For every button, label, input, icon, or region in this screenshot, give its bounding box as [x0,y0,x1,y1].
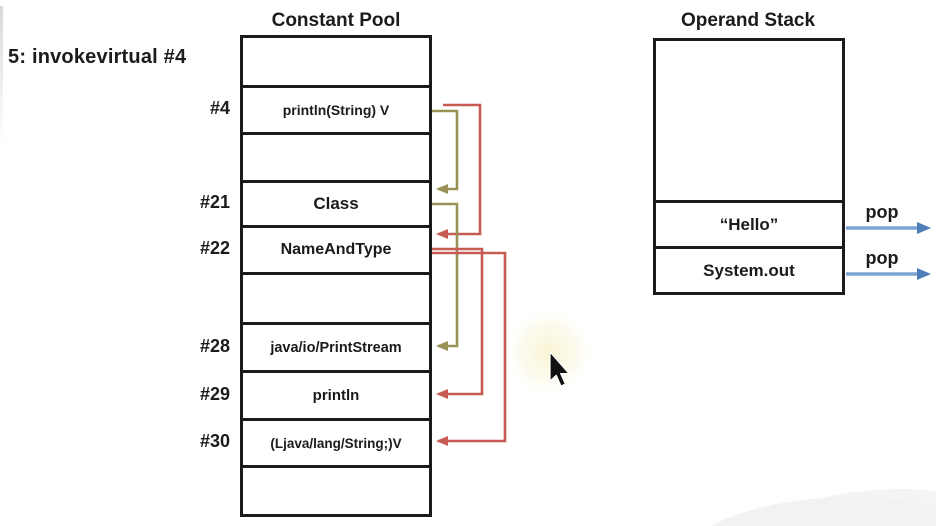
arrow-22-to-30 [432,251,507,446]
arrow-22-to-29 [432,247,484,399]
constant-pool-index-label: #28 [199,336,230,356]
constant-pool-row [243,38,429,88]
constant-pool-row: println [243,373,429,421]
constant-pool-row: (Ljava/lang/String;)V [243,421,429,468]
bytecode-instruction: 5: invokevirtual #4 [8,46,187,68]
cursor-highlight-halo [507,310,591,394]
constant-pool-row [243,468,429,514]
constant-pool-title: Constant Pool [271,10,401,31]
arrow-21-to-28 [432,202,459,351]
constant-pool-index-label: #4 [209,98,230,118]
operand-stack-row: “Hello” [656,203,842,249]
constant-pool-row [243,275,429,325]
pop-label: pop [865,248,899,268]
arrow-4-to-22 [436,103,482,239]
arrow-4-to-21 [432,109,459,194]
mouse-cursor [549,351,570,387]
constant-pool-index-label: #21 [199,192,230,212]
operand-stack-row [656,41,842,203]
video-frame-edge [0,6,3,146]
constant-pool-row: NameAndType [243,228,429,275]
background-blob [678,497,936,526]
constant-pool-row: println(String) V [243,88,429,135]
operand-stack-table: “Hello” System.out [653,38,845,295]
constant-pool-row [243,135,429,183]
constant-pool-row: java/io/PrintStream [243,325,429,373]
constant-pool-index-label: #29 [199,384,230,404]
operand-stack-row: System.out [703,260,795,280]
constant-pool-index-label: #22 [199,238,230,258]
constant-pool-index-label: #30 [199,431,230,451]
constant-pool-row: Class [243,183,429,228]
constant-pool-table: println(String) V Class NameAndType java… [240,35,432,517]
pop-label: pop [865,202,899,222]
operand-stack-title: Operand Stack [680,10,816,31]
